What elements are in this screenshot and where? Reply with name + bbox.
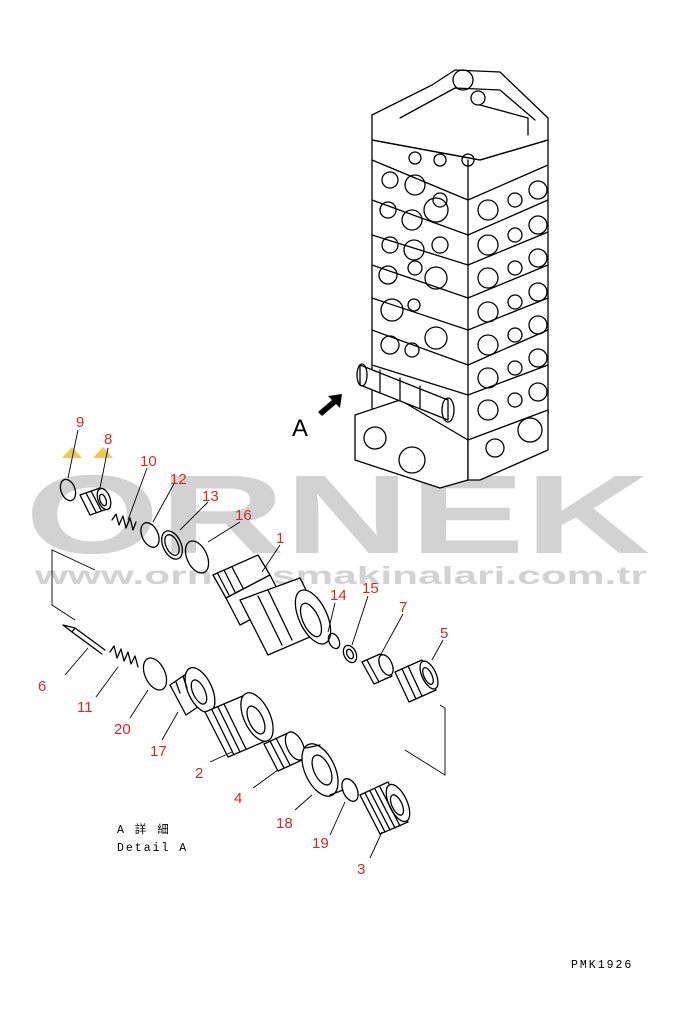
control-valve-assembly <box>354 69 549 489</box>
view-arrow-icon <box>318 394 342 416</box>
part-20-oring <box>142 657 168 691</box>
leader-lines <box>64 429 444 859</box>
part-11-spring <box>109 645 139 668</box>
callouts: 9 8 10 12 13 16 1 14 15 7 5 6 11 20 17 2… <box>38 414 448 878</box>
part-16-oring <box>184 540 210 574</box>
part-15-ring <box>342 644 358 664</box>
view-label: A <box>292 415 308 442</box>
part-5-sleeve <box>394 659 439 703</box>
part-9-ring <box>59 478 77 502</box>
callout-13: 13 <box>202 488 219 505</box>
callout-6: 6 <box>38 678 46 695</box>
callout-20: 20 <box>114 721 131 738</box>
callout-14: 14 <box>330 587 347 604</box>
part-13-ring <box>161 530 183 560</box>
part-18-nut <box>301 743 344 797</box>
exploded-parts <box>51 478 446 835</box>
assembly-bracket-left <box>51 549 96 621</box>
watermark-brand: ORNEK <box>25 452 650 577</box>
part-4-plug <box>263 731 306 772</box>
callout-11: 11 <box>77 699 93 716</box>
part-17-nut <box>169 667 216 716</box>
view-a-indicator: A <box>292 394 342 442</box>
captions: A 詳 細 Detail A PMK1926 <box>117 822 633 972</box>
watermark: ORNEK www.ornekismakinalari.com.tr <box>25 447 650 590</box>
watermark-umlaut-icon <box>62 447 113 458</box>
callout-15: 15 <box>362 580 379 597</box>
part-1-housing <box>212 554 332 656</box>
part-2-sleeve <box>204 692 274 758</box>
part-12-oring <box>140 522 160 548</box>
callout-10: 10 <box>140 453 157 470</box>
detail-caption-jp: A 詳 細 <box>117 822 171 837</box>
detail-caption-en: Detail A <box>117 842 188 855</box>
callout-17: 17 <box>150 743 167 760</box>
part-19-oring <box>341 778 359 802</box>
callout-5: 5 <box>440 625 448 642</box>
callout-1: 1 <box>276 530 284 547</box>
part-10-spring <box>111 513 137 531</box>
drawing-code: PMK1926 <box>571 959 633 972</box>
callout-4: 4 <box>234 790 242 807</box>
callout-18: 18 <box>276 815 293 832</box>
watermark-url: www.ornekismakinalari.com.tr <box>33 562 647 590</box>
part-7-plug <box>361 653 394 685</box>
callout-8: 8 <box>104 431 112 448</box>
callout-19: 19 <box>312 835 329 852</box>
callout-2: 2 <box>195 765 203 782</box>
part-14-ring <box>327 632 341 650</box>
callout-16: 16 <box>235 507 252 524</box>
assembly-bracket-right <box>404 704 446 776</box>
callout-7: 7 <box>399 599 407 616</box>
callout-9: 9 <box>76 414 84 431</box>
part-6-pin <box>62 624 106 655</box>
callout-3: 3 <box>357 861 365 878</box>
callout-12: 12 <box>170 471 187 488</box>
part-8-sleeve <box>79 487 112 516</box>
part-3-plug <box>359 781 411 835</box>
